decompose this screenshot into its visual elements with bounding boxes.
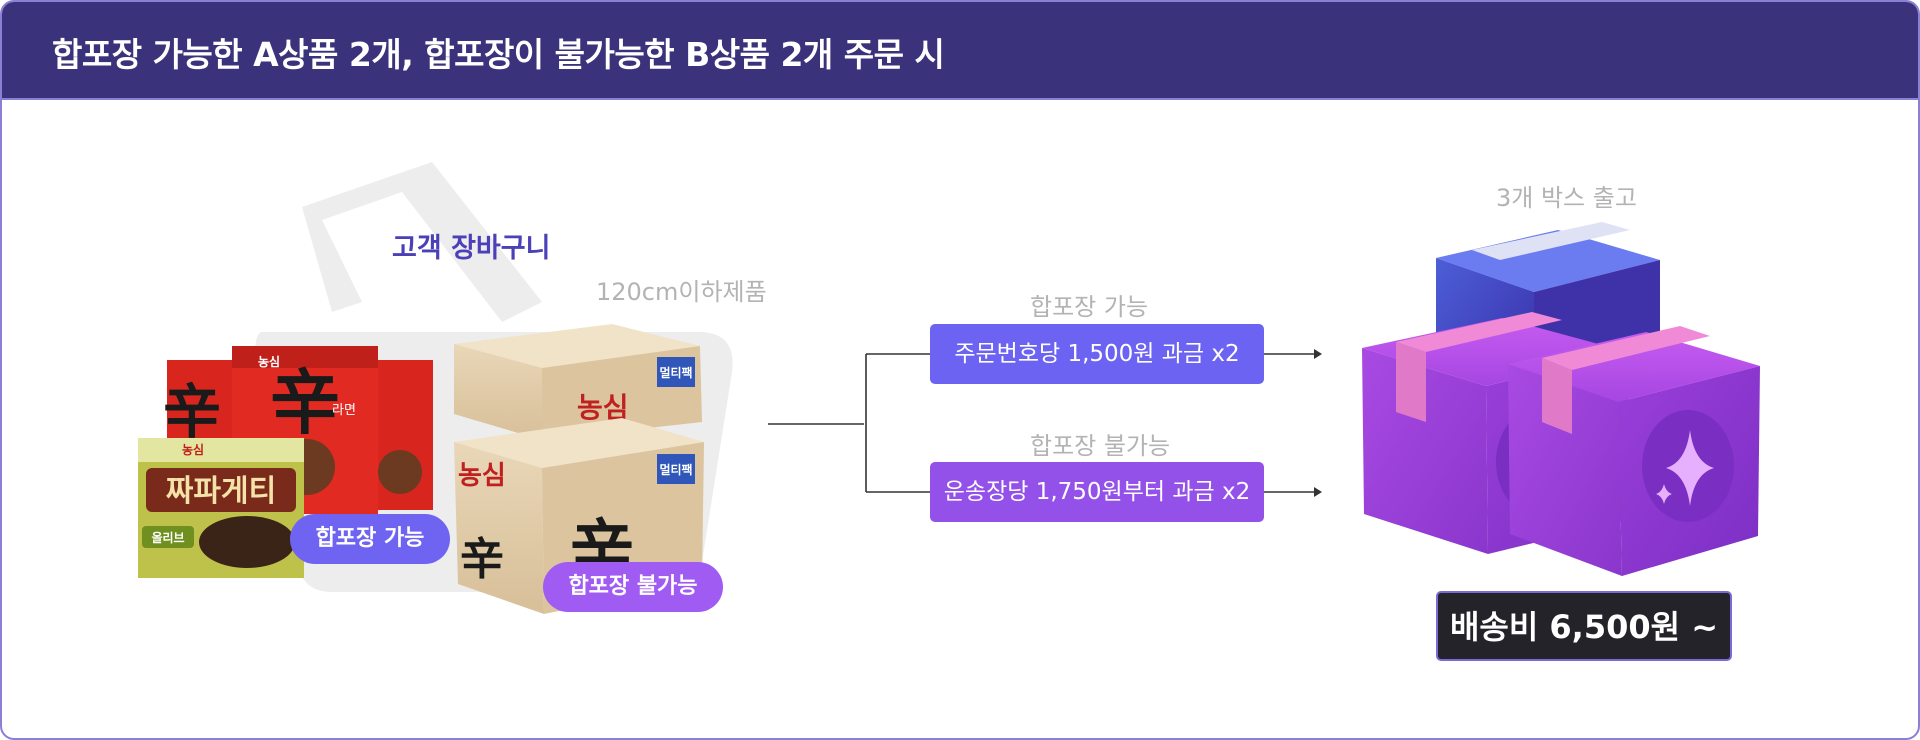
ramen-char: 辛 bbox=[270, 361, 340, 444]
ramen-pack-icon: 辛 辛 라면 농심 bbox=[163, 346, 433, 514]
tag-bundle-no: 합포장 불가능 bbox=[543, 562, 723, 612]
purple-box-front-icon bbox=[1508, 326, 1760, 576]
route-b-charge: 운송장당 1,750원부터 과금 x2 bbox=[930, 462, 1264, 522]
sparkle-icon bbox=[1656, 430, 1714, 506]
route-a-charge: 주문번호당 1,500원 과금 x2 bbox=[930, 324, 1264, 384]
ramen-brand: 농심 bbox=[258, 354, 280, 369]
arrow-right-icon bbox=[1314, 349, 1322, 497]
route-b-label: 합포장 불가능 bbox=[1030, 432, 1171, 460]
header-bar: 합포장 가능한 A상품 2개, 합포장이 불가능한 B상품 2개 주문 시 bbox=[2, 2, 1918, 100]
olive-tag: 올리브 bbox=[151, 530, 184, 545]
route-a-label: 합포장 가능 bbox=[1030, 293, 1149, 321]
box-brand-bottom: 농심 bbox=[458, 461, 506, 491]
jjapaghetti-pack-icon: 짜파게티 올리브 농심 bbox=[138, 438, 304, 578]
tag-bundle-ok: 합포장 가능 bbox=[290, 514, 450, 564]
basket-title: 고객 장바구니 bbox=[392, 233, 551, 264]
multipack-bottom: 멀티팩 bbox=[659, 462, 692, 477]
box-ramen-char-side: 辛 bbox=[460, 534, 504, 585]
ramen-char-left: 辛 bbox=[163, 378, 221, 446]
ramen-name: 라면 bbox=[332, 403, 356, 418]
jjapa-brand: 농심 bbox=[182, 442, 204, 457]
jjapa-name: 짜파게티 bbox=[166, 474, 276, 509]
size-note: 120cm이하제품 bbox=[596, 278, 767, 306]
flow-connector bbox=[768, 353, 1314, 493]
page-title: 합포장 가능한 A상품 2개, 합포장이 불가능한 B상품 2개 주문 시 bbox=[52, 35, 945, 74]
shipping-fee-badge: 배송비 6,500원 ~ bbox=[1436, 591, 1732, 661]
multipack-top: 멀티팩 bbox=[659, 365, 692, 380]
boxes-label: 3개 박스 출고 bbox=[1496, 184, 1637, 212]
